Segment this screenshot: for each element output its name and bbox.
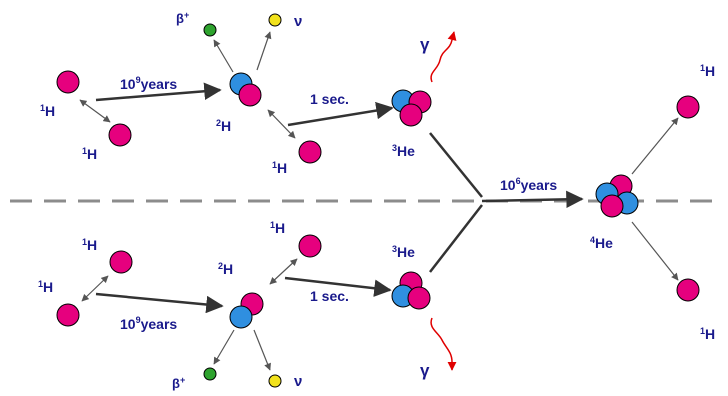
deuterium-capture-arrow-top	[287, 101, 394, 127]
gamma-wave-bottom	[430, 317, 457, 371]
release-arrow-top	[631, 117, 679, 175]
pp-fusion-arrow-bottom	[95, 292, 224, 314]
h2-label-bottom: 2H	[218, 261, 233, 277]
neutrino-bottom	[268, 374, 282, 388]
he3-label-top: 3He	[392, 143, 415, 159]
helium3-top	[391, 89, 432, 127]
helium4	[595, 174, 639, 218]
positron-bottom	[203, 367, 217, 381]
h1-label-released-top: 1H	[700, 63, 715, 79]
beta-plus-label-top: β+	[176, 10, 189, 26]
h1-label-top-a: 1H	[40, 103, 55, 119]
release-arrow-bottom	[631, 221, 679, 281]
h2-label-top: 2H	[216, 118, 231, 134]
proton-released-top	[676, 95, 700, 119]
gamma-label-bottom: γ	[420, 361, 430, 380]
deuterium-time-label-top: 1 sec.	[310, 91, 349, 107]
proton-top-c	[298, 140, 322, 164]
deuterium-capture-arrow-bottom	[284, 276, 392, 297]
deuterium-top	[229, 72, 262, 107]
beta-plus-label-bottom: β+	[172, 375, 185, 391]
gamma-label-top: γ	[420, 35, 430, 54]
h1-label-released-bottom: 1H	[700, 326, 715, 342]
neutrino-label-bottom: ν	[294, 373, 302, 390]
capture-arrow-bottom	[269, 258, 298, 285]
collision-arrow-bottom	[81, 275, 109, 302]
collision-arrow-top	[79, 99, 111, 123]
proton-top-a	[56, 70, 80, 94]
proton-bottom-a	[109, 250, 133, 274]
deuterium-bottom	[229, 292, 264, 329]
capture-arrow-top	[267, 109, 296, 139]
pp-fusion-arrow-top	[95, 82, 222, 102]
positron-top	[203, 23, 217, 37]
h1-label-bottom-b: 1H	[38, 279, 53, 295]
neutrino-arrow-bottom	[253, 329, 271, 371]
positron-arrow-bottom	[213, 329, 235, 365]
pp-time-label-bottom: 109years	[120, 315, 177, 332]
h1-label-top-c: 1H	[272, 160, 287, 176]
merge-arrow-bottom	[429, 204, 483, 273]
positron-arrow-top	[213, 39, 234, 73]
he3-fusion-arrow	[481, 190, 584, 209]
h1-label-top-b: 1H	[82, 146, 97, 162]
proton-released-bottom	[676, 278, 700, 302]
neutrino-top	[268, 13, 282, 27]
helium3-bottom	[391, 271, 431, 310]
gamma-wave-top	[430, 31, 457, 83]
h1-label-bottom-c: 1H	[270, 220, 285, 236]
merge-arrow-top	[429, 132, 483, 198]
deuterium-time-label-bottom: 1 sec.	[310, 288, 349, 304]
he3-fusion-time-label: 106years	[500, 176, 557, 193]
neutrino-arrow-top	[256, 31, 272, 71]
pp-time-label-top: 109years	[120, 75, 177, 92]
neutrino-label-top: ν	[294, 13, 302, 30]
proton-top-b	[108, 123, 132, 147]
he3-label-bottom: 3He	[392, 244, 415, 260]
proton-bottom-b	[56, 303, 80, 327]
h1-label-bottom-a: 1H	[82, 237, 97, 253]
he4-label: 4He	[590, 235, 613, 251]
proton-bottom-c	[298, 234, 322, 258]
